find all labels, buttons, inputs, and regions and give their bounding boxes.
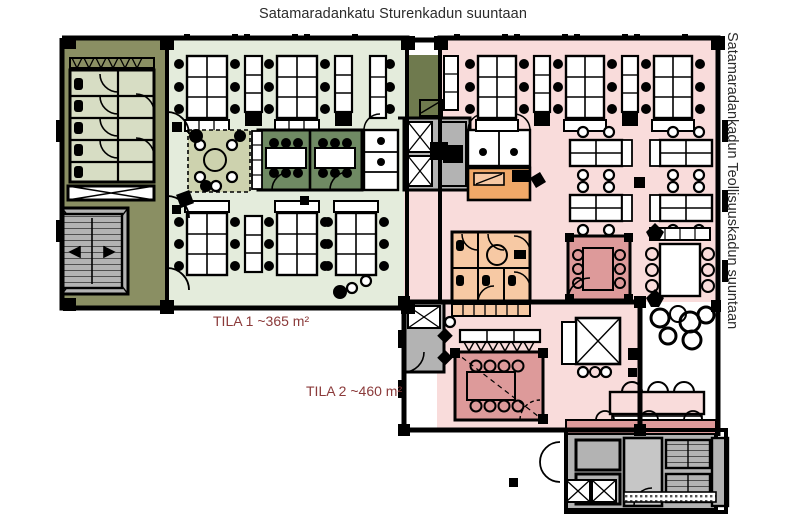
- service-rooms-orange: [450, 113, 546, 317]
- tila2-workstations-mid: [568, 125, 714, 237]
- zone-label-tila2: TILA 2 ~460 m²: [306, 383, 403, 399]
- window-ticks: [56, 34, 728, 398]
- top-street-label: Satamaradankatu Sturenkadun suuntaan: [258, 6, 527, 22]
- west-service-core: [60, 57, 156, 296]
- zone-label-tila1: TILA 1 ~365 m²: [213, 313, 310, 329]
- tila1-meeting-rooms: [176, 113, 400, 208]
- tila1-workstations: [174, 54, 395, 299]
- structural-columns: [63, 36, 725, 487]
- bottom-core: [539, 430, 730, 512]
- tila2-workstations-top: [443, 54, 705, 132]
